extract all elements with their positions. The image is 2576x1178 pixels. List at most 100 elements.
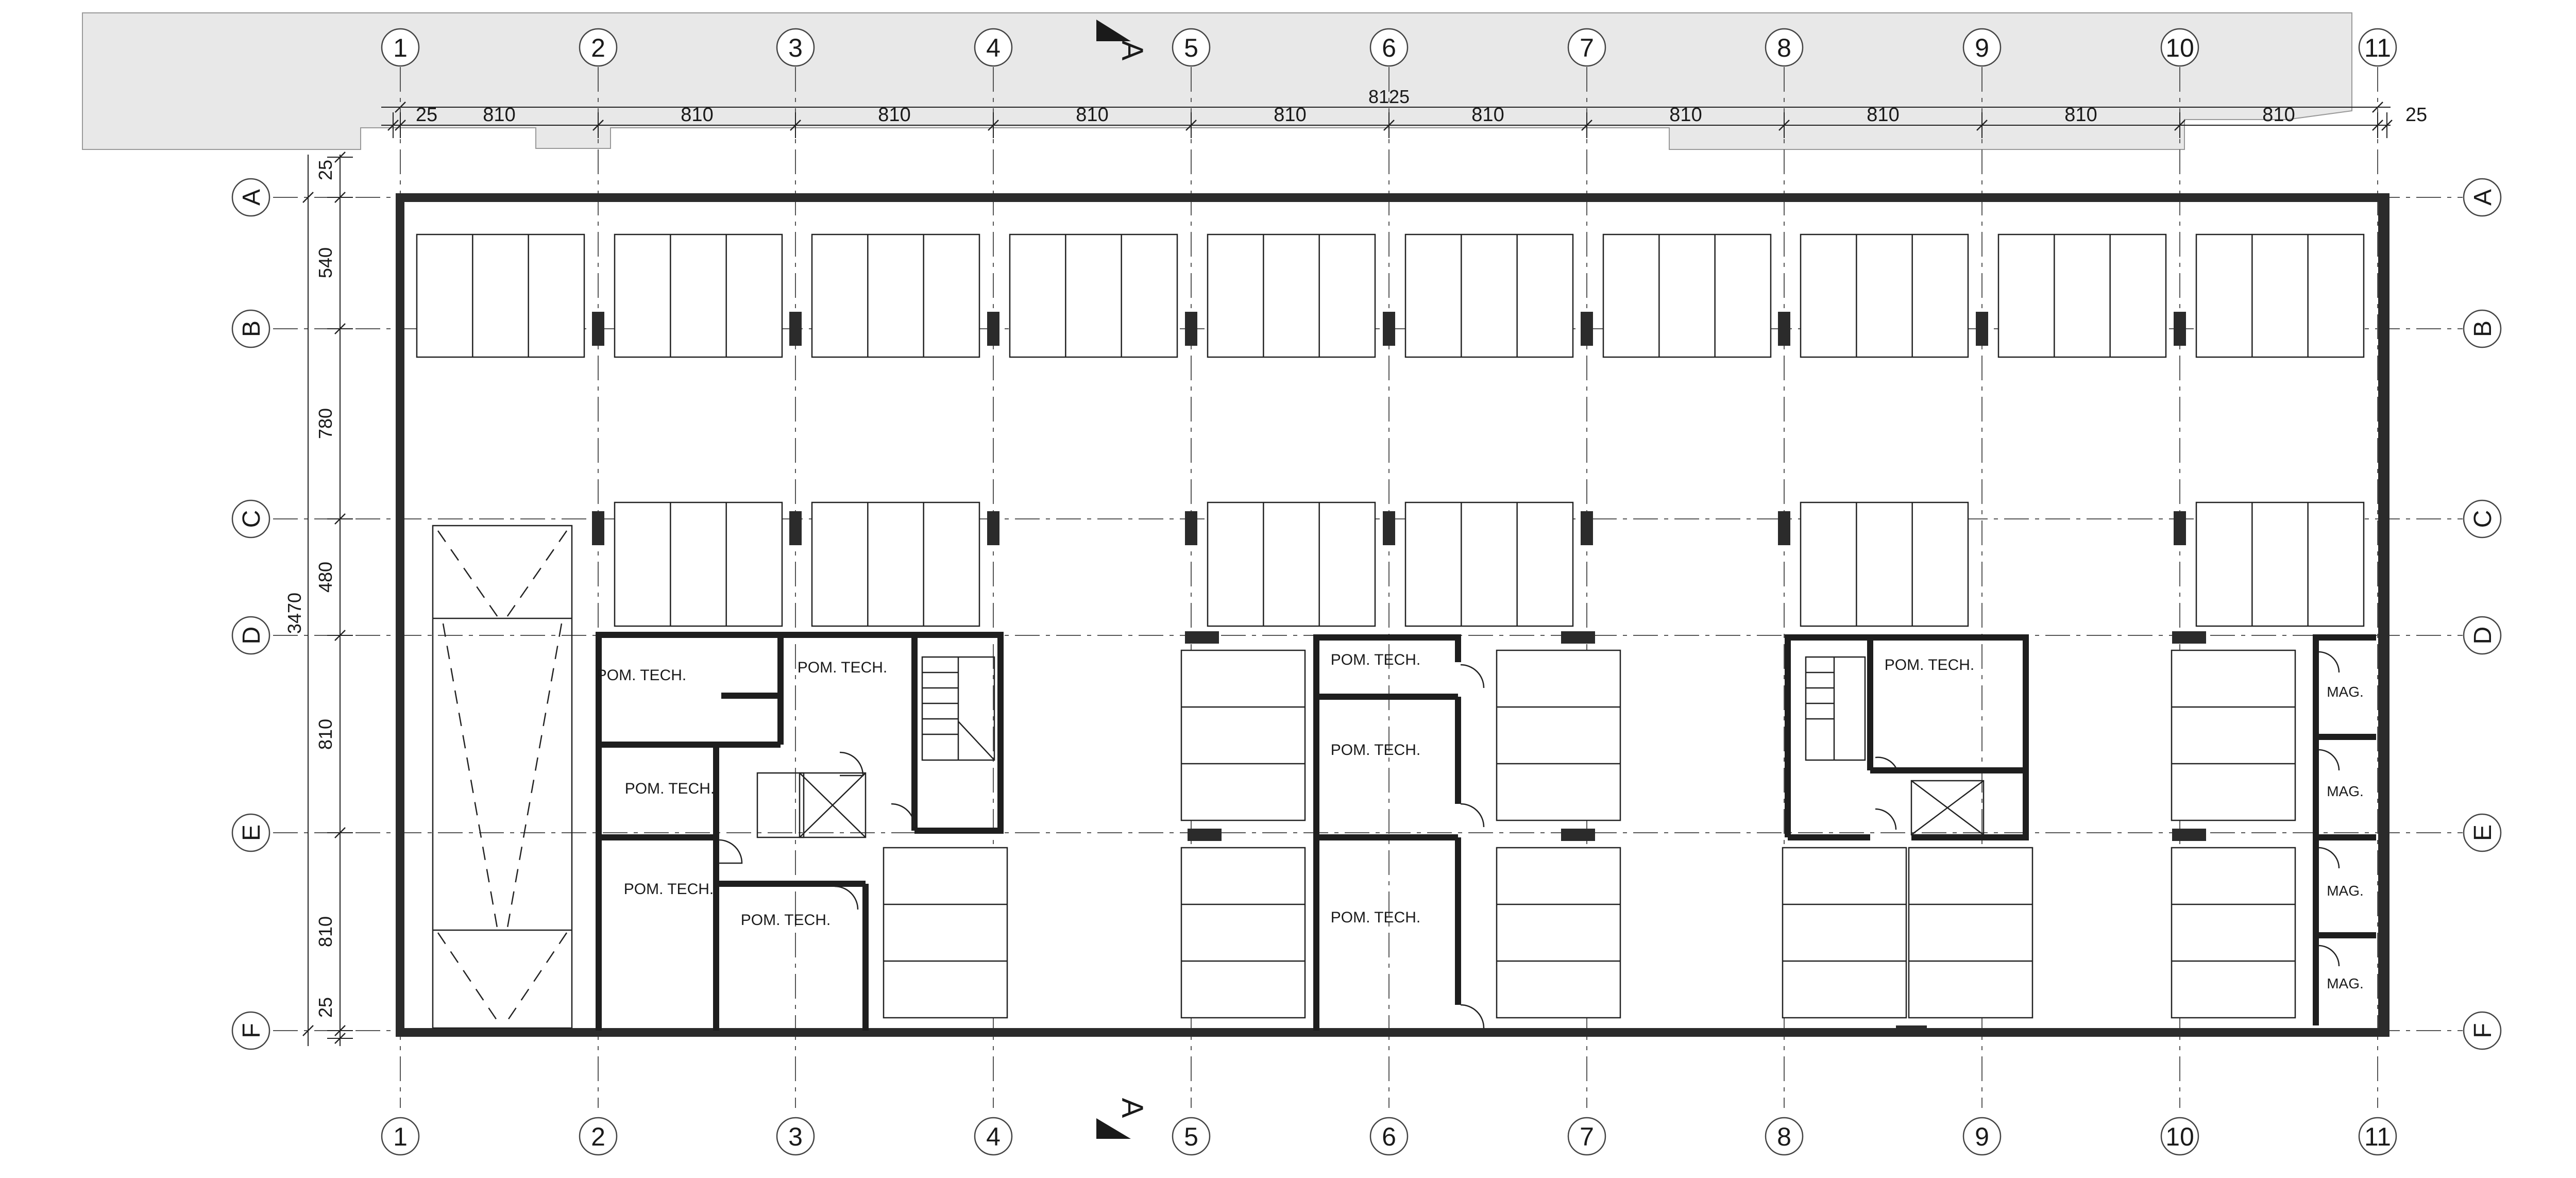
row-bubble: B <box>2463 309 2502 348</box>
top-dimension-label: 810 <box>878 104 910 126</box>
outer-walls <box>396 193 2389 1037</box>
row-bubble: A <box>2463 178 2502 217</box>
row-label: C <box>238 510 265 528</box>
room-label: POM. TECH. <box>1331 742 1420 759</box>
column-bubble: 2 <box>579 1117 618 1156</box>
column-label: 1 <box>393 33 408 62</box>
section-marker-bottom: A <box>1096 1098 1149 1139</box>
column-bubble: 4 <box>974 28 1013 67</box>
stall-group <box>1207 233 1376 358</box>
column-bubble: 7 <box>1567 1117 1606 1156</box>
stall-group <box>1404 233 1574 358</box>
top-dimension-label: 810 <box>1669 104 1702 126</box>
stall-group <box>1009 233 1178 358</box>
room-label: POM. TECH. <box>741 912 831 929</box>
column-bubble: 6 <box>1369 28 1409 67</box>
column-bubble: 8 <box>1765 1117 1804 1156</box>
stall-group <box>1207 501 1376 627</box>
stall-group <box>811 501 980 627</box>
column-bubble: 9 <box>1962 28 2002 67</box>
side-dimension-label: 25 <box>315 160 336 180</box>
stall-group <box>2195 501 2365 627</box>
column-label: 10 <box>2165 1122 2194 1151</box>
stall-group <box>416 233 585 358</box>
column-label: 3 <box>788 33 803 62</box>
stall-group <box>1496 847 1621 1019</box>
row-bubble: B <box>231 309 270 348</box>
column-label: 7 <box>1580 1122 1594 1151</box>
room-label: MAG. <box>2327 975 2364 991</box>
room-label: POM. TECH. <box>1331 909 1420 926</box>
row-label: B <box>2469 321 2497 337</box>
column-label: 1 <box>393 1122 408 1151</box>
stall-group <box>2195 233 2365 358</box>
stall-group <box>883 847 1008 1019</box>
room-label: POM. TECH. <box>624 881 714 898</box>
stall-group <box>1180 847 1306 1019</box>
parking-stalls <box>416 233 2365 1019</box>
column-bubble: 4 <box>974 1117 1013 1156</box>
side-dimension-label: 480 <box>315 562 336 593</box>
column-label: 5 <box>1184 33 1198 62</box>
column-label: 4 <box>986 1122 1001 1151</box>
top-dimension-label: 810 <box>1274 104 1306 126</box>
row-bubble: D <box>2463 616 2502 655</box>
room-label: POM. TECH. <box>625 780 715 797</box>
room-label: POM. TECH. <box>798 659 887 676</box>
stall-group <box>1496 649 1621 821</box>
side-dimension-label: 25 <box>315 997 336 1018</box>
stall-group <box>1997 233 2167 358</box>
column-bubble: 11 <box>2358 28 2397 67</box>
room-label: POM. TECH. <box>1331 651 1420 668</box>
stall-group <box>2171 847 2296 1019</box>
row-bubble: A <box>231 178 270 217</box>
row-label: E <box>238 824 265 841</box>
row-label: A <box>2469 189 2497 206</box>
column-label: 6 <box>1382 33 1396 62</box>
column-bubble: 7 <box>1567 28 1606 67</box>
column-label: 9 <box>1975 1122 1989 1151</box>
stall-group <box>614 233 783 358</box>
structural-columns <box>592 312 2206 1032</box>
stall-group <box>1800 501 1969 627</box>
stall-group <box>2171 649 2296 821</box>
room-labels: POM. TECH. POM. TECH. POM. TECH. POM. TE… <box>597 651 2364 991</box>
column-label: 2 <box>591 1122 605 1151</box>
column-label: 2 <box>591 33 605 62</box>
stall-group <box>1180 649 1306 821</box>
room-label: MAG. <box>2327 684 2364 700</box>
row-label: E <box>2469 824 2497 841</box>
column-label: 8 <box>1777 1122 1791 1151</box>
side-dimension-label: 810 <box>315 916 336 947</box>
column-label: 4 <box>986 33 1001 62</box>
total-height-label: 3470 <box>284 593 305 634</box>
room-label: MAG. <box>2327 783 2364 799</box>
column-bubble: 3 <box>776 1117 815 1156</box>
stall-group <box>1602 233 1772 358</box>
row-label: A <box>238 189 265 206</box>
stall-group <box>1404 501 1574 627</box>
column-label: 9 <box>1975 33 1989 62</box>
row-label: C <box>2469 510 2497 528</box>
row-bubble: F <box>2463 1011 2502 1050</box>
row-label: F <box>2469 1023 2497 1038</box>
column-label: 11 <box>2364 33 2391 62</box>
row-label: D <box>238 627 265 645</box>
top-dimension-label: 810 <box>1471 104 1504 126</box>
technical-core-center <box>1313 634 1485 1031</box>
row-bubble: E <box>2463 813 2502 852</box>
top-dimension-label: 810 <box>1867 104 1899 126</box>
top-dimension-label: 810 <box>1076 104 1108 126</box>
top-dimension-label: 810 <box>2064 104 2097 126</box>
column-bubble: 6 <box>1369 1117 1409 1156</box>
row-bubble: C <box>2463 499 2502 538</box>
column-label: 8 <box>1777 33 1791 62</box>
column-bubble: 11 <box>2358 1117 2397 1156</box>
room-label: POM. TECH. <box>597 667 686 684</box>
top-dimension-label: 810 <box>483 104 515 126</box>
stall-group <box>811 233 980 358</box>
stall-group <box>1908 847 2033 1019</box>
room-label: POM. TECH. <box>1885 657 1974 674</box>
